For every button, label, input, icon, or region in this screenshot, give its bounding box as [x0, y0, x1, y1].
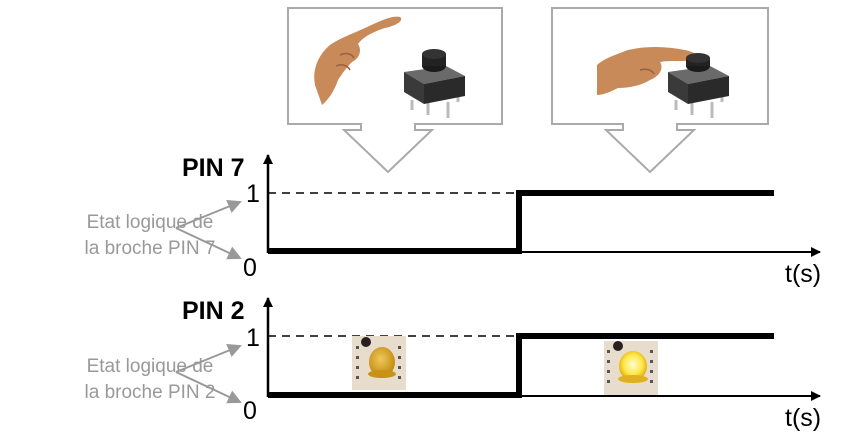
push-button-icon — [404, 49, 465, 118]
pointing-hand-icon — [314, 16, 402, 105]
pin2-signal — [268, 333, 774, 398]
pin7-annotation-line1: Etat logique de — [87, 212, 214, 233]
pin7-level-high: 1 — [246, 180, 260, 208]
pin2-level-high: 1 — [246, 324, 260, 352]
pressing-hand-icon — [597, 47, 697, 95]
pin7-time-axis-label: t(s) — [785, 260, 821, 288]
callout-button-pressed — [551, 7, 769, 174]
pin7-title: PIN 7 — [182, 154, 245, 182]
pin7-annotation-arrow-low — [175, 227, 242, 260]
pin2-level-low: 0 — [243, 397, 257, 425]
pin7-signal — [268, 190, 774, 254]
callout-button-released — [287, 7, 503, 174]
pin2-annotation-line1: Etat logique de — [87, 356, 214, 377]
pin7-annotation-arrow-high — [175, 200, 242, 229]
led-off-icon — [352, 336, 406, 390]
pin7-level-low: 0 — [243, 254, 257, 282]
pin2-annotation-line2: la broche PIN 2 — [85, 382, 216, 403]
led-on-icon — [604, 341, 658, 395]
pin2-time-axis-label: t(s) — [785, 404, 821, 432]
timeline-pin7: PIN 7 1 0 t(s) Etat logique de la broche… — [85, 154, 821, 288]
pin7-annotation-line2: la broche PIN 7 — [85, 238, 216, 259]
callout-frame — [551, 7, 769, 174]
push-button-icon — [668, 53, 729, 118]
pin2-annotation-arrow-high — [175, 344, 242, 373]
timeline-pin2: PIN 2 1 0 t(s) Etat logique de la broche… — [85, 297, 821, 432]
pin2-title: PIN 2 — [182, 297, 245, 325]
pin2-annotation-arrow-low — [175, 371, 242, 404]
